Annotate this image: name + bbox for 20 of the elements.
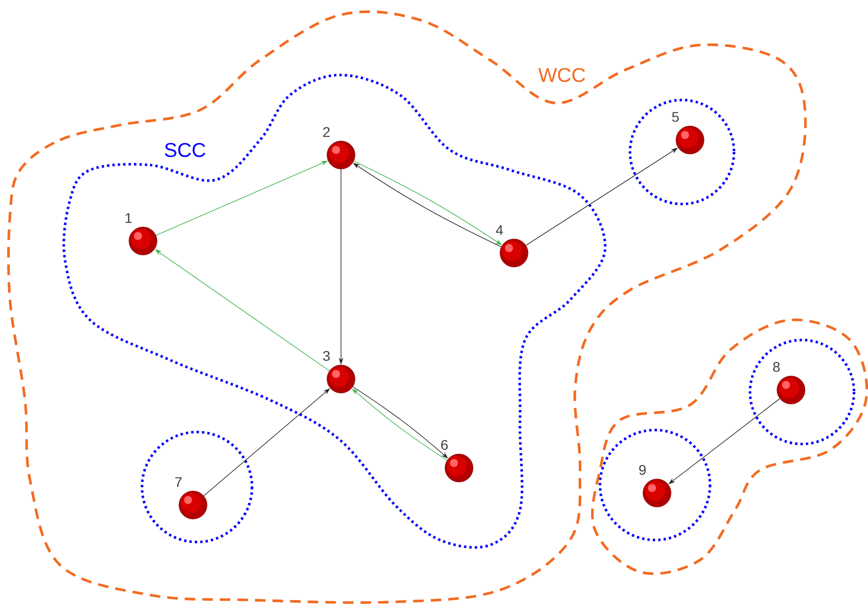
node-label: 7: [175, 477, 182, 487]
node-label: 3: [323, 350, 330, 361]
vertex: 2: [323, 127, 356, 170]
node-label: 6: [441, 440, 448, 450]
vertex: 3: [323, 350, 356, 394]
node-label: 2: [323, 127, 330, 137]
region-label: WCC: [538, 68, 586, 82]
vertex: 7: [175, 477, 208, 520]
node-label: 5: [672, 112, 679, 122]
vertex: 9: [639, 464, 672, 508]
node-label: 4: [496, 225, 503, 235]
vertex: 6: [441, 440, 474, 482]
region-label: SCC: [164, 142, 206, 158]
node-label: 9: [639, 464, 646, 475]
node-label: 1: [126, 213, 132, 223]
vertex: 1: [126, 213, 158, 256]
vertex: 4: [496, 225, 528, 268]
node-label: 8: [773, 362, 780, 372]
vertex: 5: [672, 112, 704, 154]
vertex: 8: [773, 362, 806, 404]
